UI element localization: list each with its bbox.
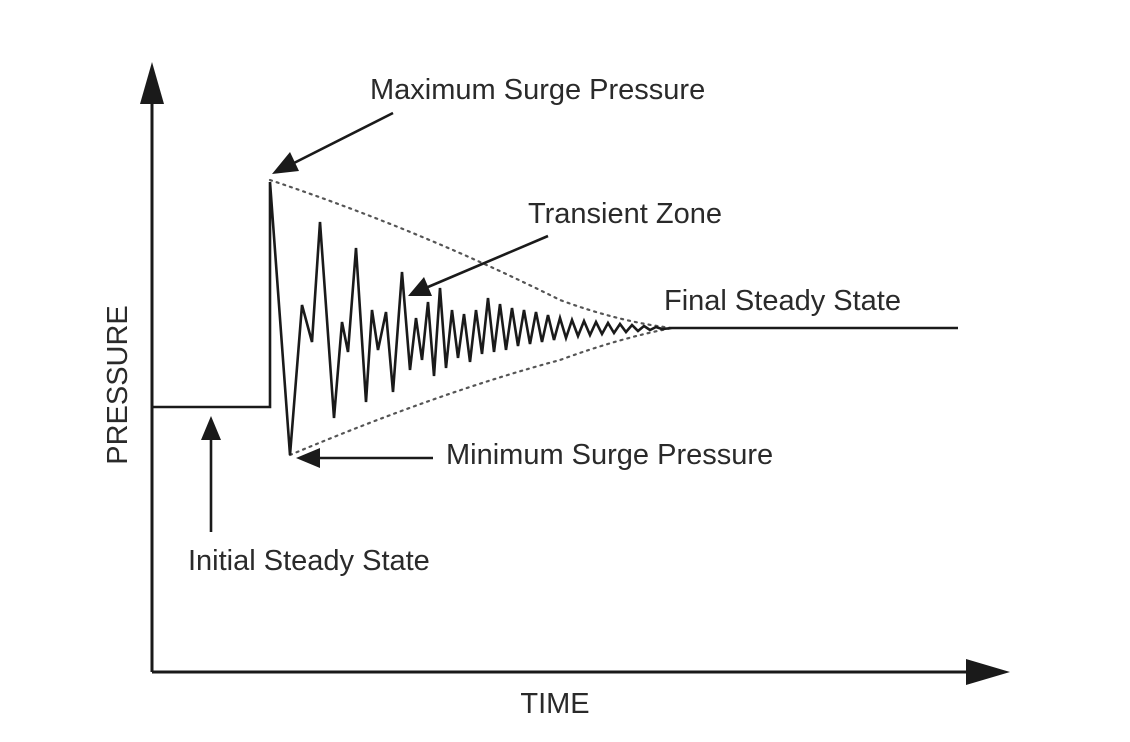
- transient-zone-label: Transient Zone: [528, 198, 722, 230]
- x-axis-label: TIME: [520, 688, 589, 720]
- initial-steady-label: Initial Steady State: [188, 545, 430, 577]
- y-axis-arrowhead: [140, 62, 164, 104]
- min-surge-label: Minimum Surge Pressure: [446, 439, 773, 471]
- transient-zone-pointer: [427, 234, 549, 289]
- y-axis-label: PRESSURE: [102, 305, 134, 465]
- max-surge-pointer: [293, 111, 394, 165]
- pressure-signal[interactable]: [152, 181, 958, 456]
- x-axis-arrowhead: [966, 659, 1010, 685]
- lower-envelope: [288, 326, 674, 457]
- upper-envelope: [268, 178, 674, 330]
- max-surge-arrowhead: [272, 152, 299, 174]
- initial-steady-arrowhead: [201, 416, 221, 440]
- min-surge-arrowhead: [296, 448, 320, 468]
- max-surge-label: Maximum Surge Pressure: [370, 74, 705, 106]
- final-steady-label: Final Steady State: [664, 285, 901, 317]
- transient-zone-arrowhead: [408, 277, 432, 296]
